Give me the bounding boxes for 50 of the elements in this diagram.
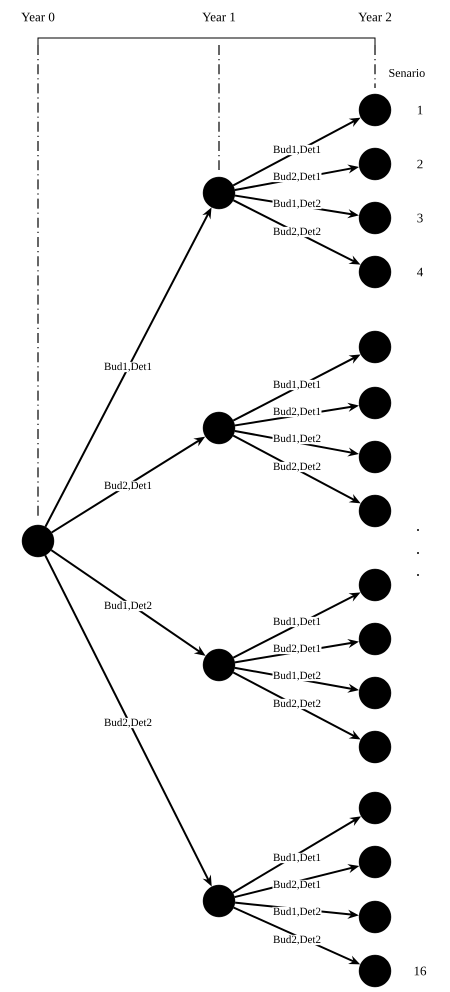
state-circle (358, 900, 392, 934)
state-circle (22, 524, 54, 558)
state-circle (358, 256, 392, 288)
edge-label: Bud2,Det1 (272, 644, 322, 654)
state-circle (358, 148, 392, 180)
edge-label: Bud2,Det1 (272, 172, 322, 182)
state-circle (358, 94, 392, 126)
edge-label: Bud1,Det2 (272, 198, 322, 210)
state-circle (358, 792, 392, 824)
scenario-number: 3 (417, 214, 423, 222)
state-circle (358, 568, 392, 602)
state-circle (358, 202, 392, 234)
edge-label: Bud2,Det2 (272, 462, 322, 472)
state-circle (358, 954, 392, 988)
edge-label: Bud2,Det2 (272, 226, 322, 238)
year-label: Year 2 (358, 12, 392, 22)
state-circle (358, 622, 392, 656)
scenario-number: 4 (417, 268, 424, 276)
edge-label: Bud2,Det2 (104, 718, 152, 728)
edge-label: Bud1,Det1 (272, 380, 322, 390)
state-circle (202, 412, 236, 444)
state-circle (202, 648, 236, 682)
state-circle (202, 176, 236, 210)
state-circle (358, 494, 392, 528)
edge-label: Bud2,Det1 (272, 880, 322, 890)
state-circle (358, 846, 392, 878)
scenario-number: 2 (417, 160, 423, 168)
state-circle (202, 884, 236, 918)
year-label: Year 1 (202, 12, 236, 22)
state-circle (358, 730, 392, 764)
state-circle (358, 386, 392, 420)
state-circle (358, 676, 392, 710)
edge-label: Bud1,Det1 (272, 852, 322, 864)
edge-label: Bud1,Det1 (272, 144, 322, 156)
scenario-number: 16 (414, 966, 426, 976)
column-label: Senario (389, 68, 425, 78)
state-circle (358, 440, 392, 474)
state-circle (358, 330, 392, 364)
edge-label: Bud2,Det1 (104, 480, 152, 492)
edge-label: Bud1,Det2 (104, 600, 152, 612)
edge-label: Bud2,Det2 (272, 934, 322, 946)
edge-label: Bud2,Det2 (272, 698, 322, 710)
edge-label: Bud1,Det2 (272, 434, 322, 444)
edge-label: Bud1,Det1 (104, 362, 152, 372)
scenario-number: 1 (418, 106, 422, 114)
edge-label: Bud1,Det2 (272, 906, 322, 918)
edge-label: Bud1,Det1 (272, 616, 322, 628)
year-label: Year 0 (21, 12, 54, 22)
edge-label: Bud1,Det2 (272, 670, 322, 682)
edge-label: Bud2,Det1 (272, 406, 322, 418)
